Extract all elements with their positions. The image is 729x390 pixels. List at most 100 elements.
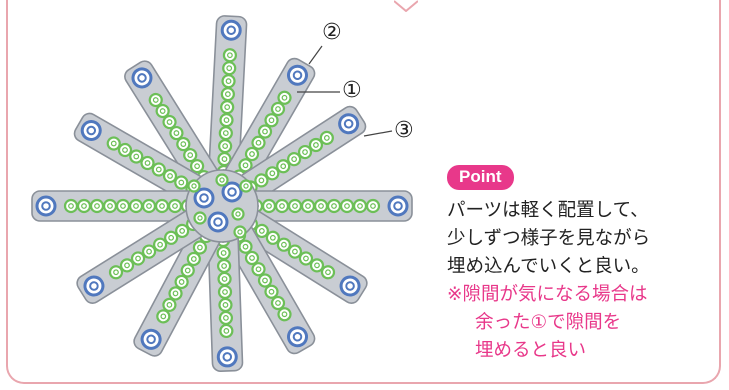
- green-bead: [218, 297, 233, 313]
- green-bead-hole: [223, 117, 230, 123]
- green-bead: [148, 92, 163, 108]
- green-bead: [128, 198, 144, 214]
- ray-7: [239, 190, 413, 222]
- center-green-bead-5-hole: [191, 183, 197, 189]
- green-bead-hole: [323, 135, 330, 141]
- green-bead-hole: [222, 289, 228, 295]
- green-bead-hole: [178, 279, 185, 285]
- green-bead-hole: [221, 276, 228, 282]
- green-bead-hole: [258, 228, 265, 234]
- green-bead-hole: [146, 248, 152, 255]
- green-bead: [277, 90, 292, 105]
- green-bead: [89, 198, 105, 214]
- green-bead-hole: [222, 302, 229, 308]
- green-bead-hole: [314, 262, 320, 269]
- blue-bead-tip-hole: [345, 281, 355, 291]
- green-bead-hole: [133, 203, 139, 209]
- green-bead: [313, 198, 329, 214]
- green-bead-hole: [221, 156, 228, 162]
- ray-group: [31, 15, 413, 372]
- green-bead-hole: [258, 177, 265, 184]
- green-bead-hole: [242, 243, 249, 250]
- green-bead-hole: [172, 290, 179, 297]
- green-bead: [154, 198, 170, 214]
- green-bead-hole: [155, 166, 162, 173]
- green-bead-hole: [197, 244, 203, 251]
- green-bead-hole: [224, 91, 231, 98]
- blue-bead-tip-hole: [292, 331, 303, 342]
- blue-bead-tip-hole: [86, 125, 97, 136]
- green-bead-hole: [178, 179, 185, 186]
- green-bead-hole: [313, 142, 319, 148]
- green-bead: [218, 126, 233, 141]
- green-bead-hole: [344, 203, 350, 209]
- green-bead-hole: [318, 203, 324, 209]
- center-blue-bead-3-hole: [213, 217, 223, 227]
- center-green-bead-1: [231, 207, 245, 221]
- blue-bead-tip-hole: [146, 334, 156, 345]
- green-bead-hole: [81, 203, 87, 209]
- green-bead: [63, 198, 79, 214]
- blue-bead-tip-hole: [343, 118, 354, 129]
- green-bead: [217, 271, 232, 287]
- green-bead-hole: [110, 140, 117, 147]
- green-bead: [221, 74, 236, 89]
- center-green-bead-2-hole: [197, 215, 203, 221]
- green-bead-hole: [223, 328, 230, 334]
- callout-leaders: [297, 45, 393, 137]
- green-bead-hole: [281, 241, 287, 248]
- leader-line-3: [363, 130, 393, 137]
- green-bead-hole: [166, 119, 173, 125]
- green-bead-hole: [224, 104, 231, 111]
- green-bead: [219, 323, 234, 339]
- green-bead-hole: [190, 256, 197, 262]
- green-bead-hole: [222, 143, 229, 149]
- green-bead-hole: [249, 255, 255, 261]
- green-bead-hole: [268, 117, 275, 124]
- green-bead: [300, 198, 316, 214]
- green-bead-hole: [268, 288, 275, 295]
- green-bead: [220, 87, 235, 102]
- green-bead: [352, 198, 368, 214]
- green-bead: [106, 136, 121, 151]
- green-bead-hole: [357, 203, 363, 209]
- green-bead: [261, 198, 277, 214]
- green-bead-hole: [280, 163, 287, 170]
- green-bead-hole: [159, 108, 166, 114]
- green-bead-hole: [270, 234, 276, 241]
- center-green-bead-3-hole: [219, 177, 225, 183]
- green-bead: [219, 113, 234, 128]
- green-bead: [102, 198, 118, 214]
- center-green-bead-6-hole: [237, 229, 243, 235]
- green-bead-hole: [172, 203, 178, 209]
- green-bead-hole: [194, 163, 200, 170]
- center-blue-bead-1-hole: [199, 193, 209, 203]
- green-bead-hole: [160, 313, 167, 320]
- green-bead: [218, 138, 233, 154]
- center-green-bead-6: [233, 225, 247, 239]
- blue-bead-tip-hole: [137, 73, 147, 83]
- frame-notch: [394, 0, 418, 12]
- ray-10: [207, 222, 244, 372]
- green-bead: [319, 130, 334, 146]
- point-line-1: パーツは軽く配置して、: [447, 200, 649, 221]
- green-bead-hole: [122, 147, 128, 153]
- green-bead-hole: [159, 203, 165, 209]
- green-bead: [115, 198, 131, 214]
- callout-label-2: ②: [322, 20, 342, 45]
- green-bead: [167, 198, 183, 214]
- green-bead-hole: [262, 128, 268, 135]
- green-bead-hole: [180, 141, 187, 147]
- green-bead: [216, 245, 231, 261]
- green-bead-hole: [279, 203, 285, 209]
- point-badge: Point: [447, 165, 514, 190]
- green-bead-hole: [107, 203, 113, 209]
- green-bead: [339, 198, 355, 214]
- green-bead: [108, 265, 124, 280]
- green-bead-hole: [220, 250, 227, 256]
- green-bead-hole: [187, 152, 194, 158]
- green-bead-hole: [225, 78, 232, 85]
- ray-12: [76, 205, 213, 304]
- green-bead-hole: [242, 162, 249, 169]
- center-green-bead-5: [187, 179, 201, 193]
